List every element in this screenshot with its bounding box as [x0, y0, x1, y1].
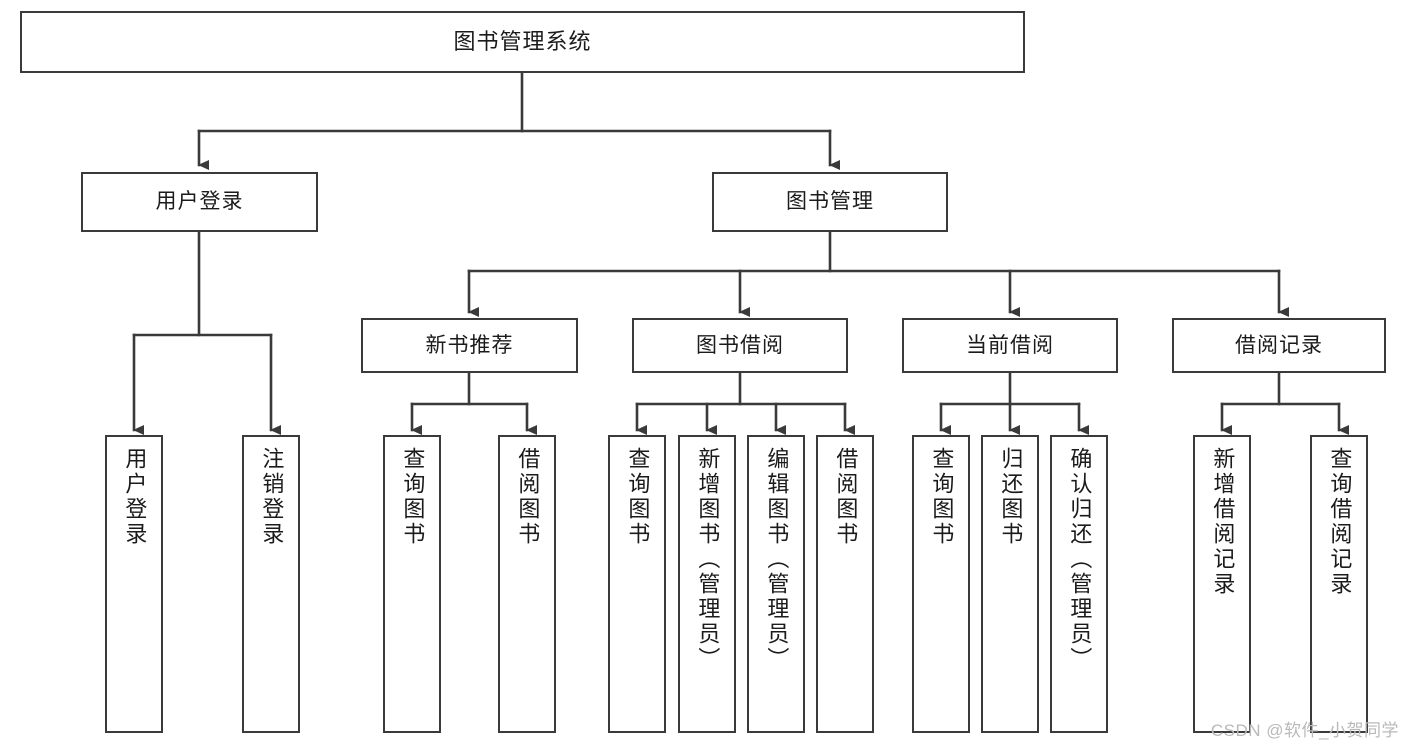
node-label: 确认归还（管理员） [1067, 447, 1093, 672]
leaf-query-books-recommend[interactable]: 查询图书 [383, 435, 441, 733]
leaf-return-books[interactable]: 归还图书 [981, 435, 1039, 733]
node-label: 当前借阅 [966, 333, 1054, 357]
node-label: 查询图书 [929, 447, 955, 547]
node-label: 用户登录 [122, 447, 148, 547]
leaf-logout[interactable]: 注销登录 [242, 435, 300, 733]
node-label: 新增借阅记录 [1210, 447, 1236, 597]
leaf-add-borrow-record[interactable]: 新增借阅记录 [1193, 435, 1251, 733]
leaf-confirm-return-admin[interactable]: 确认归还（管理员） [1050, 435, 1108, 733]
node-label: 编辑图书（管理员） [764, 447, 790, 672]
node-label: 查询图书 [400, 447, 426, 547]
node-label: 图书管理系统 [453, 28, 592, 54]
node-label: 归还图书 [998, 447, 1024, 547]
node-current-borrow[interactable]: 当前借阅 [902, 318, 1118, 373]
watermark: CSDN @软件_小贺同学 [1210, 721, 1399, 740]
leaf-query-books-current[interactable]: 查询图书 [912, 435, 970, 733]
node-root-system[interactable]: 图书管理系统 [20, 11, 1025, 73]
node-label: 注销登录 [259, 447, 285, 547]
node-label: 新书推荐 [425, 333, 514, 357]
leaf-edit-book-admin[interactable]: 编辑图书（管理员） [747, 435, 805, 733]
leaf-user-login[interactable]: 用户登录 [105, 435, 163, 733]
node-label: 借阅记录 [1235, 333, 1323, 357]
node-label: 查询图书 [625, 447, 651, 547]
node-label: 新增图书（管理员） [695, 447, 721, 672]
leaf-query-borrow-record[interactable]: 查询借阅记录 [1310, 435, 1368, 733]
node-borrow-records[interactable]: 借阅记录 [1172, 318, 1386, 373]
node-label: 图书管理 [786, 190, 874, 214]
node-book-borrow[interactable]: 图书借阅 [632, 318, 848, 373]
node-label: 借阅图书 [833, 447, 859, 547]
leaf-borrow-books-recommend[interactable]: 借阅图书 [498, 435, 556, 733]
node-label: 用户登录 [155, 190, 244, 214]
node-label: 图书借阅 [696, 333, 784, 357]
node-label: 借阅图书 [515, 447, 541, 547]
node-user-login[interactable]: 用户登录 [81, 172, 318, 232]
node-book-management[interactable]: 图书管理 [712, 172, 948, 232]
leaf-add-book-admin[interactable]: 新增图书（管理员） [678, 435, 736, 733]
leaf-query-books-borrow[interactable]: 查询图书 [608, 435, 666, 733]
node-label: 查询借阅记录 [1327, 447, 1353, 597]
node-new-book-recommend[interactable]: 新书推荐 [361, 318, 578, 373]
leaf-borrow-books[interactable]: 借阅图书 [816, 435, 874, 733]
